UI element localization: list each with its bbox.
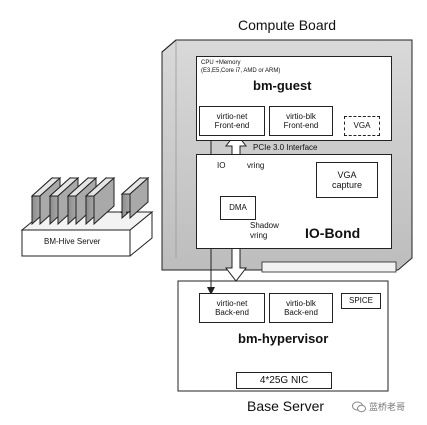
virtio-blk-backend-line2: Back-end [284,308,318,317]
server-dots: . . [120,205,129,216]
vring-label: vring [247,161,265,170]
compute-board-title: Compute Board [238,17,337,33]
cpu-models-label: (E3,E5,Core i7, AMD or ARM) [201,68,281,74]
blade-2 [48,176,80,226]
virtio-net-backend-line1: virtio-net [216,298,248,308]
watermark: 蓝桥老哥 [352,400,405,413]
virtio-net-backend-line2: Back-end [215,308,249,317]
virtio-net-frontend-line2: Front-end [214,121,250,130]
nic-label: 4*25G NIC [259,374,309,386]
server-label: BM-Hive Server [44,237,101,246]
virtio-net-frontend-box: virtio-net Front-end [199,106,265,136]
virtio-blk-backend-box: virtio-blk Back-end [269,293,333,323]
edge-connector [261,261,397,273]
virtio-blk-frontend-line1: virtio-blk [286,111,316,121]
cpu-memory-label: CPU +Memory [201,60,241,66]
virtio-net-backend-box: virtio-net Back-end [199,293,265,323]
base-server-title: Base Server [247,398,325,414]
pcie-interface-label: PCIe 3.0 Interface [253,143,318,152]
nic-box: 4*25G NIC [236,372,332,389]
io-label: IO [217,161,226,170]
virtio-net-frontend-line1: virtio-net [216,111,248,121]
shadow-label: Shadow [250,221,279,230]
virtio-blk-frontend-line2: Front-end [283,121,319,130]
io-bond-title: IO-Bond [305,225,361,241]
vga-label: VGA [353,121,371,131]
blade-4 [84,176,116,226]
vga-capture-box: VGA capture [316,162,378,198]
wechat-icon [352,401,366,412]
spice-box: SPICE [341,293,381,309]
dma-box: DMA [220,196,256,220]
blade-5 [120,176,150,220]
watermark-text: 蓝桥老哥 [369,403,406,413]
vga-box: VGA [344,116,380,136]
virtio-blk-frontend-box: virtio-blk Front-end [269,106,333,136]
bm-hypervisor-title: bm-hypervisor [238,331,329,346]
vga-capture-line1: VGA [337,169,357,180]
vga-capture-line2: capture [331,180,363,190]
shadow-vring-label: vring [250,231,268,240]
bm-guest-title: bm-guest [253,78,312,93]
dma-label: DMA [229,203,247,213]
virtio-blk-backend-line1: virtio-blk [286,298,316,308]
server-chassis [20,176,154,257]
spice-label: SPICE [348,296,373,306]
